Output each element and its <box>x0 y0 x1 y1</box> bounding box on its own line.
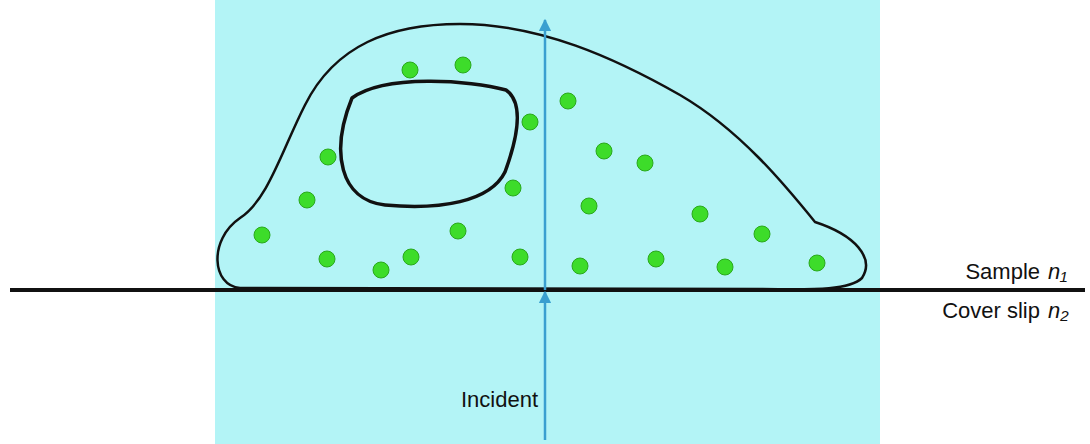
fluorophore-dot <box>809 255 825 271</box>
fluorophore-dot <box>320 149 336 165</box>
label-text: Cover slip <box>942 299 1040 323</box>
fluorophore-dot <box>455 57 471 73</box>
fluorophore-dots <box>254 57 825 278</box>
fluorophore-dot <box>403 249 419 265</box>
fluorophore-dot <box>754 226 770 242</box>
fluorophore-dot <box>717 259 733 275</box>
incident-arrow <box>544 292 547 440</box>
fluorophore-dot <box>637 155 653 171</box>
fluorophore-dot <box>522 114 538 130</box>
fluorophore-dot <box>560 93 576 109</box>
fluorophore-dot <box>450 223 466 239</box>
fluorophore-dot <box>402 62 418 78</box>
fluorophore-dot <box>254 227 270 243</box>
refractive-index: n₂ <box>1048 299 1069 323</box>
nucleus-outline <box>341 81 518 206</box>
fluorophore-dot <box>319 251 335 267</box>
interface-line <box>10 288 1085 292</box>
refractive-index: n₁ <box>1048 260 1067 284</box>
medium-panel <box>215 0 880 444</box>
fluorophore-dot <box>505 180 521 196</box>
fluorophore-dot <box>596 143 612 159</box>
cell-outline <box>217 24 865 289</box>
fluorophore-dot <box>581 198 597 214</box>
fluorophore-dot <box>299 192 315 208</box>
fluorophore-dot <box>512 249 528 265</box>
transmitted-arrow <box>544 20 547 290</box>
fluorophore-dot <box>648 251 664 267</box>
label-text: Incident <box>461 388 538 412</box>
fluorophore-dot <box>692 206 708 222</box>
fluorophore-dot <box>572 258 588 274</box>
label-text: Sample <box>965 260 1040 284</box>
fluorophore-dot <box>373 262 389 278</box>
